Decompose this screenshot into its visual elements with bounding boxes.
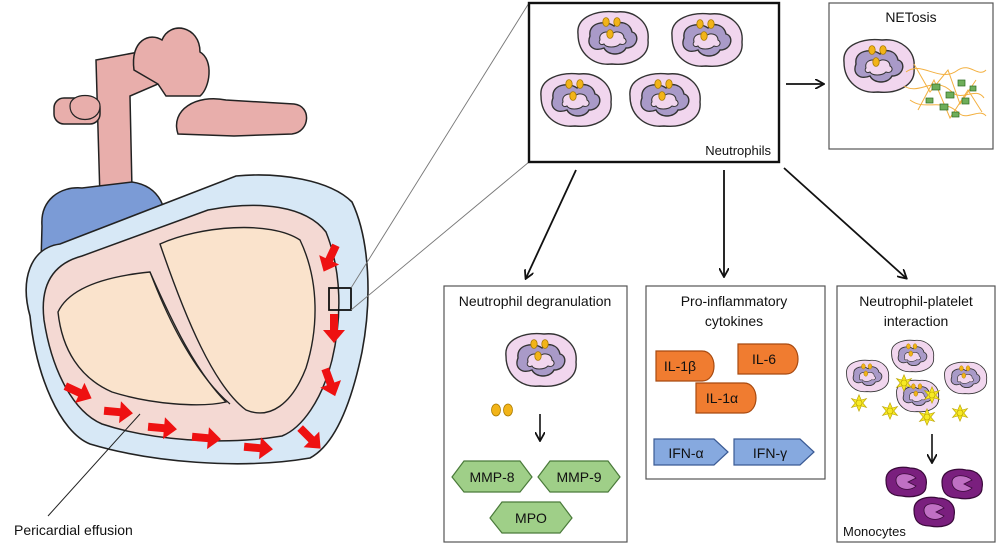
monocyte <box>941 468 983 500</box>
netosis-label: NETosis <box>885 9 936 25</box>
pressure-arrow <box>103 401 133 424</box>
mpo-label: MPO <box>515 510 547 526</box>
zoom-line-bottom <box>350 161 530 311</box>
neutrophil-cell <box>891 339 935 373</box>
neutrophil-cell <box>846 359 890 393</box>
pressure-arrow <box>323 314 345 343</box>
mmp8-hexagon: MMP-8 <box>451 460 533 493</box>
arrow-to-platelet <box>783 167 906 278</box>
il1a-label: IL-1α <box>706 390 738 406</box>
mmp8-label: MMP-8 <box>469 469 514 485</box>
il1a-badge: IL-1α <box>695 382 757 414</box>
platelet-panel <box>836 285 996 543</box>
effusion-leader-line <box>47 413 141 517</box>
platelet-title-line1: Neutrophil-platelet <box>859 293 973 309</box>
il1b-label: IL-1β <box>664 358 696 374</box>
degranulating-neutrophil <box>505 332 577 387</box>
neutrophil-cell <box>629 72 701 128</box>
heart-illustration <box>25 27 369 517</box>
released-granule <box>491 403 501 417</box>
pressure-arrow <box>147 417 177 440</box>
cytokines-title-line1: Pro-inflammatory <box>681 293 788 309</box>
right-ventricle <box>57 271 228 406</box>
pressure-arrow <box>243 437 273 460</box>
arrow-to-degranulation <box>526 169 577 278</box>
cytokines-title-line2: cytokines <box>705 313 763 329</box>
neutrophil-cell <box>671 12 743 68</box>
mmp9-hexagon: MMP-9 <box>537 460 621 493</box>
ifna-badge: IFN-α <box>653 438 729 466</box>
degranulation-panel <box>443 285 628 543</box>
platelet-title-line2: interaction <box>884 313 949 329</box>
red-pressure-arrows <box>63 243 345 460</box>
left-ventricle <box>159 226 316 414</box>
monocytes-label: Monocytes <box>843 524 906 539</box>
il1b-badge: IL-1β <box>655 350 715 382</box>
ifng-label: IFN-γ <box>753 445 787 461</box>
released-granule <box>503 403 513 417</box>
zoom-line-top <box>350 2 530 289</box>
pressure-arrow <box>319 243 340 272</box>
neutrophil-cell <box>577 10 649 66</box>
degranulation-title: Neutrophil degranulation <box>459 293 612 309</box>
pericardial-effusion-label: Pericardial effusion <box>14 522 133 538</box>
il6-badge: IL-6 <box>737 343 799 375</box>
il6-label: IL-6 <box>752 351 776 367</box>
great-vessels <box>53 27 308 199</box>
septum-line <box>149 271 231 405</box>
pressure-arrow <box>191 427 221 450</box>
pressure-arrow <box>320 367 342 397</box>
mmp9-label: MMP-9 <box>556 469 601 485</box>
monocyte <box>885 466 927 498</box>
histone-granules <box>925 79 977 118</box>
netosis-neutrophil <box>843 38 915 94</box>
ifng-badge: IFN-γ <box>733 438 815 466</box>
neutrophil-cell <box>540 72 612 128</box>
ifna-label: IFN-α <box>668 445 703 461</box>
neutrophils-label: Neutrophils <box>705 143 771 158</box>
monocyte <box>913 496 955 528</box>
zoom-region-box <box>328 287 352 311</box>
pressure-arrow <box>63 382 92 403</box>
pressure-arrow <box>297 425 321 449</box>
mpo-hexagon: MPO <box>489 501 573 534</box>
neutrophil-cell <box>944 361 988 395</box>
